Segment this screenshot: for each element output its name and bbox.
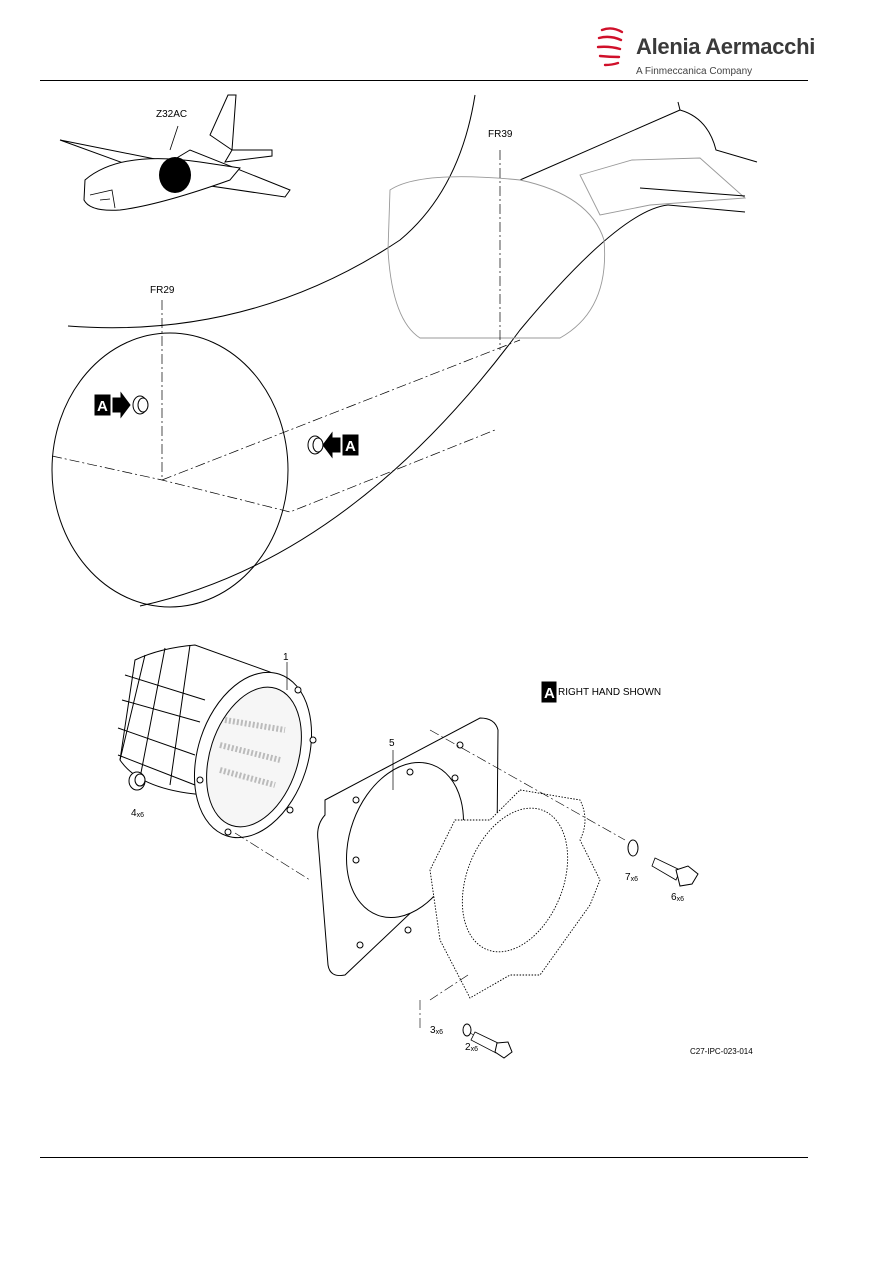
view-a-marker-left xyxy=(94,391,149,419)
item-qty: x6 xyxy=(136,812,144,819)
zone-highlight xyxy=(159,157,191,193)
fuselage-outline xyxy=(51,94,758,608)
item-callout-3: 3x6 xyxy=(430,1025,443,1037)
washer-3 xyxy=(462,1023,472,1037)
aircraft-locator xyxy=(59,94,291,211)
item-number: 7 xyxy=(625,872,631,883)
item-callout-7: 7x6 xyxy=(625,872,638,884)
note-marker-letter: A xyxy=(544,685,555,702)
item-callout-1: 1 xyxy=(283,653,289,663)
fairing-outline xyxy=(387,176,606,339)
detail-view-a xyxy=(117,644,699,1059)
item-callout-6: 6x6 xyxy=(671,892,684,904)
view-a-marker-right xyxy=(307,431,359,459)
footer-rule xyxy=(40,1157,808,1158)
frame-label-fr29: FR29 xyxy=(150,285,175,296)
brand-name: Alenia Aermacchi xyxy=(636,34,816,59)
item-callout-2: 2x6 xyxy=(465,1042,478,1054)
figure-code: C27-IPC-023-014 xyxy=(690,1047,753,1056)
item-number: 2 xyxy=(465,1042,471,1053)
item-number: 4 xyxy=(131,808,137,819)
item-qty: x6 xyxy=(630,876,638,883)
item-number: 6 xyxy=(671,892,677,903)
item-number: 1 xyxy=(283,652,289,663)
frame-section-fr29 xyxy=(51,332,289,608)
washer-7 xyxy=(627,839,639,857)
marker-a-right-letter: A xyxy=(345,438,356,455)
guard-basket xyxy=(117,644,317,839)
item-qty: x6 xyxy=(470,1046,478,1053)
item-qty: x6 xyxy=(435,1029,443,1036)
view-a-note-marker xyxy=(541,681,557,703)
bolt-6 xyxy=(651,857,699,887)
marker-a-left-letter: A xyxy=(97,398,108,415)
item-callout-5: 5 xyxy=(389,739,395,749)
grommet xyxy=(128,771,146,791)
brand-tagline: A Finmeccanica Company xyxy=(636,66,753,77)
gasket xyxy=(429,789,601,999)
bolt-2 xyxy=(470,1031,513,1059)
item-number: 3 xyxy=(430,1025,436,1036)
item-qty: x6 xyxy=(676,896,684,903)
header-rule xyxy=(40,80,808,81)
right-hand-note: RIGHT HAND SHOWN xyxy=(558,687,662,698)
item-number: 5 xyxy=(389,738,395,749)
item-callout-4: 4x6 xyxy=(131,808,144,820)
swoosh-logo-icon xyxy=(596,27,624,67)
zone-label: Z32AC xyxy=(156,109,188,120)
center-lines xyxy=(51,150,521,513)
frame-label-fr39: FR39 xyxy=(488,129,513,140)
